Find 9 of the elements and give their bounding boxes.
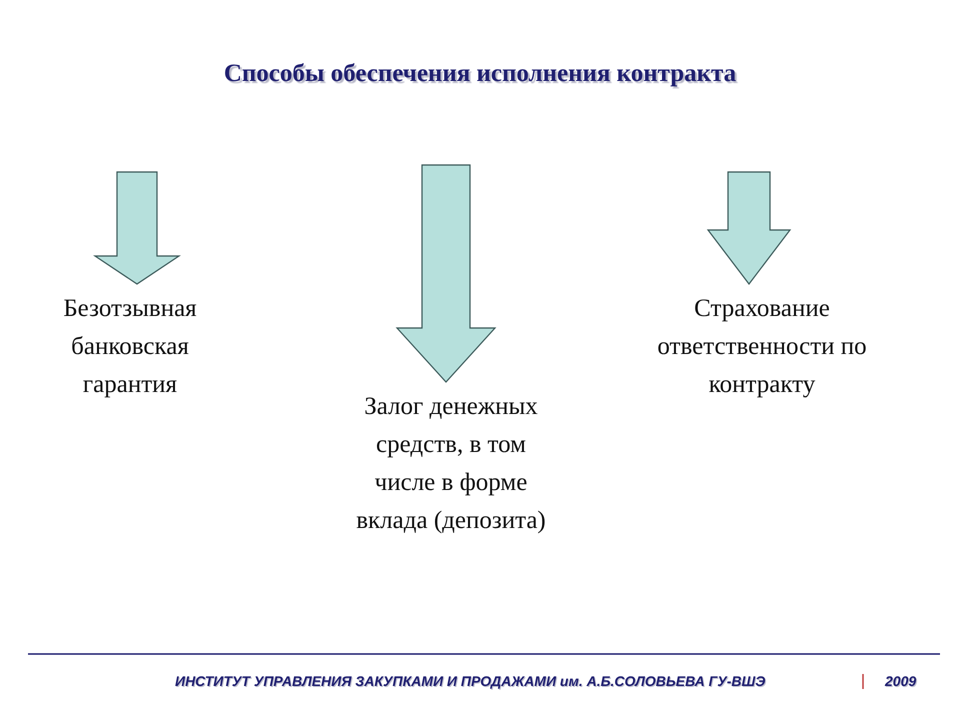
node-text: Страхование ответственности по контракту [656, 294, 868, 400]
node-text: Безотзывная банковская гарантия [62, 294, 198, 400]
title: Способы обеспечения исполнения контракта [222, 60, 738, 88]
block-arrow [706, 171, 792, 285]
footer-text: 2009 [885, 673, 916, 689]
node-text: Залог денежных средств, в том числе в форме вклада (депозита) [355, 392, 547, 536]
block-arrow [93, 171, 181, 285]
block-arrow [396, 164, 496, 383]
footer-text: ИНСТИТУТ УПРАВЛЕНИЯ ЗАКУПКАМИ И ПРОДАЖАМИ им. А.Б.СОЛОВЬЕВА ГУ-ВШЭ [175, 673, 766, 689]
